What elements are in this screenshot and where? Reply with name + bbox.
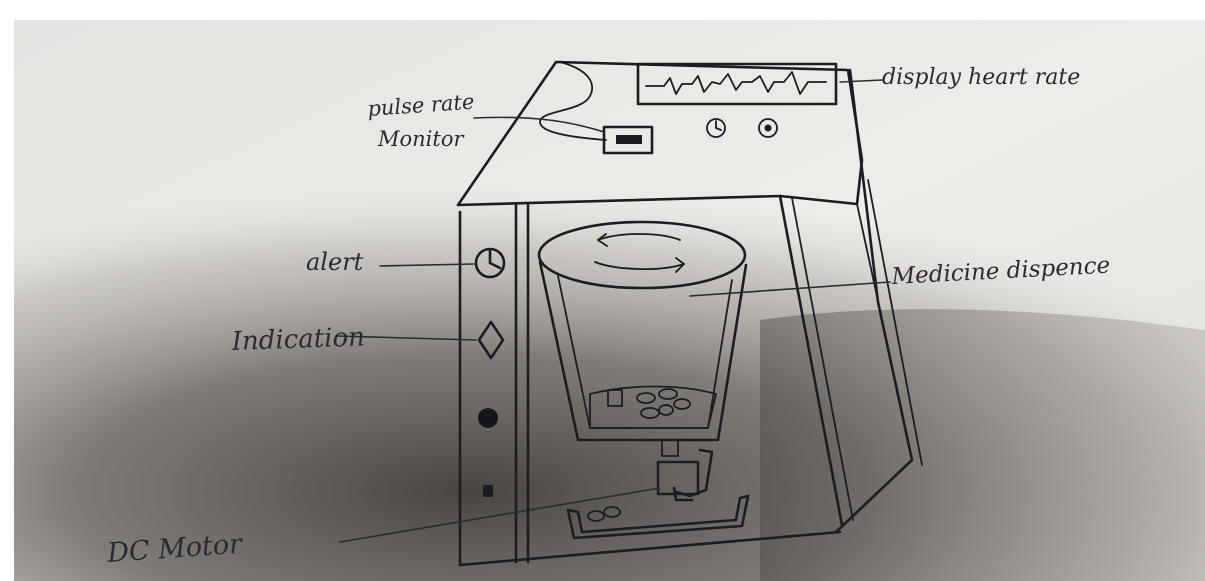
label-monitor: Monitor: [377, 127, 465, 151]
round-button-icon: [478, 408, 498, 428]
small-square-button: [483, 485, 493, 497]
label-alert: alert: [306, 248, 364, 276]
label-indication: Indication: [230, 322, 365, 357]
label-display-heart-rate: display heart rate: [882, 65, 1080, 90]
pulse-sensor-slot: [616, 135, 642, 144]
